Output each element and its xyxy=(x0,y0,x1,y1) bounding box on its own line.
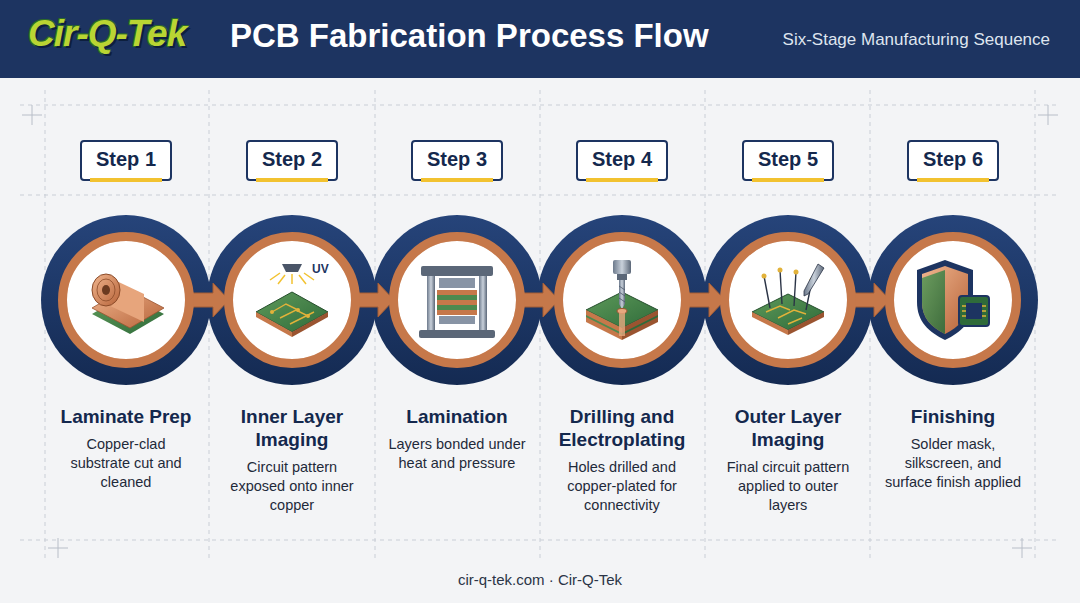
step-badge: Step 1 xyxy=(80,140,172,181)
subtitle: Six-Stage Manufacturing Sequence xyxy=(783,30,1050,50)
step-ring xyxy=(554,232,690,368)
step-number: Step 5 xyxy=(758,148,818,170)
step-badge: Step 6 xyxy=(907,140,999,181)
step-number: Step 6 xyxy=(923,148,983,170)
process-step: FinishingSolder mask, silkscreen, and su… xyxy=(873,232,1033,492)
step-discs xyxy=(41,215,1038,385)
step-badge: Step 5 xyxy=(742,140,834,181)
brand-logo: Cir-Q-Tek xyxy=(28,13,186,55)
step-number: Step 3 xyxy=(427,148,487,170)
process-step: Laminate PrepCopper-clad substrate cut a… xyxy=(46,232,206,492)
step-number: Step 2 xyxy=(262,148,322,170)
step-badge: Step 3 xyxy=(411,140,503,181)
step-badge: Step 2 xyxy=(246,140,338,181)
step-description: Final circuit pattern applied to outer l… xyxy=(717,458,859,515)
step-badge: Step 4 xyxy=(576,140,668,181)
step-description: Copper-clad substrate cut and cleaned xyxy=(55,435,197,492)
process-step: LaminationLayers bonded under heat and p… xyxy=(377,232,537,473)
flow-arrow xyxy=(189,283,229,317)
step-heading: Inner Layer Imaging xyxy=(214,405,370,451)
process-step: Drilling and ElectroplatingHoles drilled… xyxy=(542,232,702,515)
drill-icon xyxy=(586,260,658,340)
step-heading: Lamination xyxy=(379,405,535,428)
step-description: Solder mask, silkscreen, and surface fin… xyxy=(882,435,1024,492)
step-description: Holes drilled and copper-plated for conn… xyxy=(551,458,693,515)
step-ring xyxy=(389,232,525,368)
badge-underline xyxy=(917,178,989,182)
header-band xyxy=(0,0,1080,78)
outer-layer-icon xyxy=(752,264,824,335)
step-ring xyxy=(58,232,194,368)
uv-tag: UV xyxy=(312,262,329,276)
step-description: Circuit pattern exposed onto inner coppe… xyxy=(221,458,363,515)
lamination-press-icon xyxy=(419,266,495,338)
flow-arrow xyxy=(685,283,725,317)
badge-underline xyxy=(90,178,162,182)
badge-underline xyxy=(752,178,824,182)
laminate-roll-icon xyxy=(92,274,164,334)
step-ring xyxy=(224,232,360,368)
process-step: Inner Layer ImagingCircuit pattern expos… xyxy=(212,232,372,515)
step-description: Layers bonded under heat and pressure xyxy=(386,435,528,473)
dashed-grid xyxy=(20,90,1060,560)
step-ring xyxy=(885,232,1021,368)
step-number: Step 1 xyxy=(96,148,156,170)
badge-underline xyxy=(256,178,328,182)
footer-caption: cir-q-tek.com · Cir-Q-Tek xyxy=(0,571,1080,588)
step-heading: Drilling and Electroplating xyxy=(544,405,700,451)
step-heading: Finishing xyxy=(875,405,1031,428)
step-number: Step 4 xyxy=(592,148,652,170)
corner-marks xyxy=(22,105,1058,558)
process-step: Outer Layer ImagingFinal circuit pattern… xyxy=(708,232,868,515)
step-heading: Outer Layer Imaging xyxy=(710,405,866,451)
page-title: PCB Fabrication Process Flow xyxy=(230,17,709,55)
step-ring xyxy=(720,232,856,368)
step-heading: Laminate Prep xyxy=(48,405,204,428)
finish-shield-icon xyxy=(917,260,989,340)
badge-underline xyxy=(421,178,493,182)
badge-underline xyxy=(586,178,658,182)
